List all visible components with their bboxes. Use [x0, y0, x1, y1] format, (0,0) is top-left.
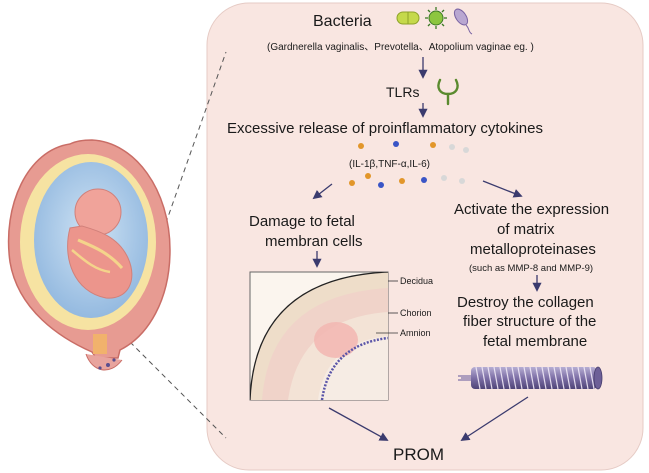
outcome-prom: PROM [393, 445, 444, 464]
collagen-effect-line-1: Destroy the collagen [457, 294, 594, 311]
bacteria-title: Bacteria [313, 13, 372, 30]
collagen-stripe [553, 366, 559, 390]
collagen-stripe [475, 366, 481, 390]
cytokine-list: (IL-1β,TNF-α,IL-6) [349, 159, 430, 170]
collagen-effect-line-2: fiber structure of the [463, 313, 596, 330]
collagen-stripe [547, 366, 553, 390]
zoom-line-bottom [129, 341, 227, 439]
arrow-membrane-to-prom [328, 407, 389, 441]
collagen-stripe [583, 366, 589, 390]
bacillus-icon [396, 11, 420, 25]
bacteria-icons [396, 7, 473, 35]
collagen-effect-line-3: fetal membrane [483, 333, 587, 350]
collagen-stripe [565, 366, 571, 390]
coccus-virus-icon [425, 7, 447, 29]
arrow-to-membrane-damage [312, 183, 333, 200]
tlr-receptor-icon [437, 78, 459, 106]
collagen-stripe [505, 366, 511, 390]
uterus-illustration [7, 139, 171, 371]
layer-label-amnion: Amnion [400, 328, 431, 338]
collagen-stripe [481, 366, 487, 390]
collagen-stripe [541, 366, 547, 390]
mmp-activation-line-3: metalloproteinases [470, 241, 596, 258]
mmp-examples: (such as MMP-8 and MMP-9) [469, 263, 593, 274]
collagen-stripe [559, 366, 565, 390]
fetal-membrane-histology [249, 271, 398, 401]
mmp-activation-line-1: Activate the expression [454, 201, 609, 218]
cytokines-release-label: Excessive release of proinflammatory cyt… [227, 120, 543, 137]
membrane-damage-line-2: membran cells [265, 233, 363, 250]
collagen-stripe [589, 366, 595, 390]
membrane-damage-line-1: Damage to fetal [249, 213, 355, 230]
collagen-stripe [571, 366, 577, 390]
collagen-stripe [487, 366, 493, 390]
cytokine-molecules [349, 141, 469, 188]
collagen-stripe [529, 366, 535, 390]
collagen-stripe [523, 366, 529, 390]
mmp-activation-line-2: of matrix [497, 221, 555, 238]
collagen-stripe [535, 366, 541, 390]
layer-label-decidua: Decidua [400, 276, 433, 286]
collagen-stripe [493, 366, 499, 390]
tlrs-label: TLRs [386, 84, 419, 100]
collagen-stripe [577, 366, 583, 390]
collagen-stripe [499, 366, 505, 390]
collagen-stripe [511, 366, 517, 390]
collagen-stripe [517, 366, 523, 390]
layer-label-chorion: Chorion [400, 308, 432, 318]
arrow-collagen-to-prom [460, 396, 529, 441]
rod-bacterium-icon [453, 8, 473, 35]
collagen-fiber-illustration [458, 366, 603, 390]
arrow-to-mmp-activation [482, 180, 523, 198]
bacteria-examples: (Gardnerella vaginalis、Prevotella、Atopol… [267, 42, 534, 53]
